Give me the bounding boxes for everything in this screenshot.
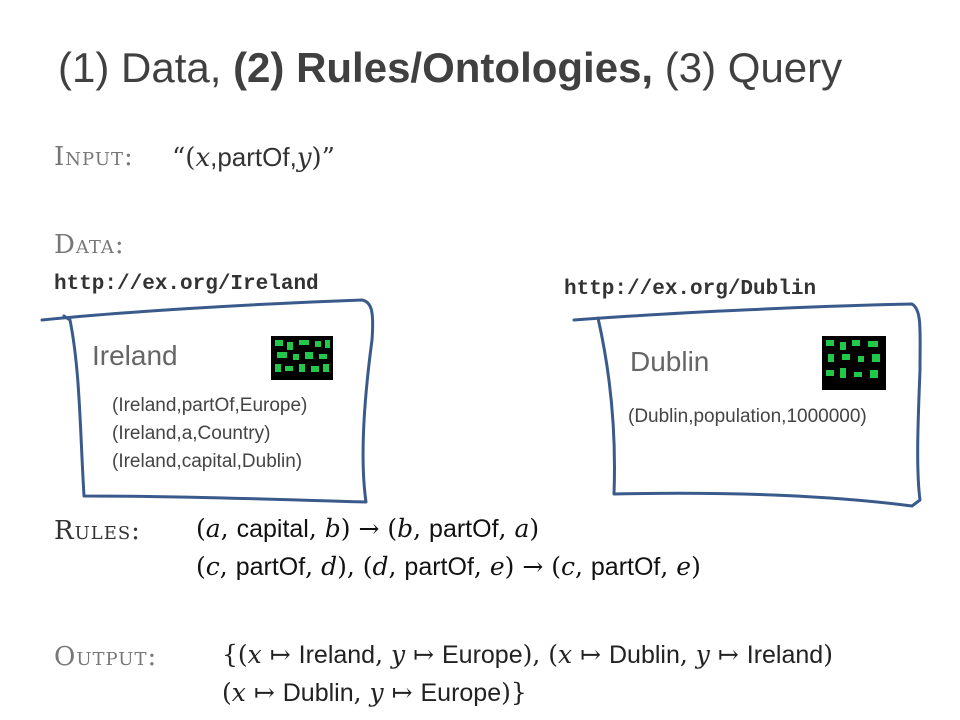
title-part-data: (1) Data, [58, 44, 234, 91]
triple-row: (Ireland,capital,Dublin) [112, 451, 303, 472]
triple-row: (Ireland,a,Country) [112, 423, 271, 444]
mapsto: ↦ [253, 678, 275, 707]
doc2-frame [572, 302, 922, 508]
output-value: Dublin [608, 641, 680, 669]
output-var: y [695, 640, 710, 669]
input-open: “( [172, 143, 196, 173]
doc1-frame [40, 298, 375, 504]
rule-var: b [324, 514, 341, 543]
rule-var: a [205, 514, 221, 543]
doc1-url[interactable]: http://ex.org/Ireland [54, 273, 319, 296]
mapsto: ↦ [717, 640, 739, 669]
mapsto: ↦ [269, 640, 291, 669]
doc1-heading: Ireland [92, 340, 178, 371]
output-line-1: {(x ↦ Ireland, y ↦ Europe), (x ↦ Dublin,… [222, 640, 833, 669]
input-comma: , [289, 142, 297, 172]
rule-var: a [514, 514, 530, 543]
output-var: x [558, 640, 573, 669]
input-var-x: x [195, 143, 211, 173]
rule-predicate: partOf [235, 553, 306, 581]
doc2-heading: Dublin [630, 346, 710, 377]
input-var-y: y [296, 143, 312, 173]
input-pattern: “(x,partOf,y)” [172, 142, 335, 173]
doc1-triples: (Ireland,partOf,Europe) (Ireland,a,Count… [112, 392, 307, 476]
rule-var: e [489, 552, 505, 581]
rule-var: d [321, 552, 338, 581]
output-value: Europe [420, 679, 502, 707]
doc2-url[interactable]: http://ex.org/Dublin [564, 278, 817, 301]
output-value: Europe [441, 641, 523, 669]
rule-var: d [372, 552, 389, 581]
rule-predicate: partOf [429, 515, 499, 543]
rule-predicate: capital [236, 515, 309, 543]
output-var: x [247, 640, 262, 669]
implies-arrow: → [358, 514, 380, 543]
triple-row: (Dublin,population,1000000) [628, 406, 867, 427]
title-part-rules: (2) Rules/Ontologies, [233, 44, 654, 91]
output-value: Dublin [282, 679, 354, 707]
output-line-2: (x ↦ Dublin, y ↦ Europe)} [222, 678, 527, 707]
mapsto: ↦ [580, 640, 602, 669]
input-predicate: partOf [217, 142, 290, 172]
rule-predicate: partOf [590, 553, 661, 581]
output-value: Ireland [298, 641, 376, 669]
output-var: y [369, 678, 384, 707]
rule-2: (c, partOf, d), (d, partOf, e) → (c, par… [196, 552, 701, 581]
input-label: Input: [54, 142, 134, 172]
output-var: x [231, 678, 246, 707]
triple-row: (Ireland,partOf,Europe) [112, 395, 308, 416]
rule-var: c [205, 552, 220, 581]
mapsto: ↦ [413, 640, 435, 669]
doc2-triples: (Dublin,population,1000000) [628, 406, 867, 428]
qr-code-icon [271, 336, 333, 380]
implies-arrow: → [522, 552, 544, 581]
rule-var: e [676, 552, 692, 581]
rules-label: Rules: [54, 516, 141, 546]
rule-predicate: partOf [404, 553, 474, 581]
title-part-query: (3) Query [653, 44, 843, 91]
rule-var: b [397, 514, 414, 543]
data-label: Data: [54, 230, 125, 260]
slide-title: (1) Data, (2) Rules/Ontologies, (3) Quer… [58, 44, 842, 92]
mapsto: ↦ [391, 678, 413, 707]
output-value: Ireland [746, 641, 824, 669]
qr-code-icon [822, 336, 886, 390]
output-var: y [391, 640, 406, 669]
rule-var: c [560, 552, 575, 581]
rule-1: (a, capital, b) → (b, partOf, a) [196, 514, 540, 543]
input-comma: , [210, 142, 218, 172]
input-close: )” [311, 143, 335, 173]
output-label: Output: [54, 642, 158, 672]
